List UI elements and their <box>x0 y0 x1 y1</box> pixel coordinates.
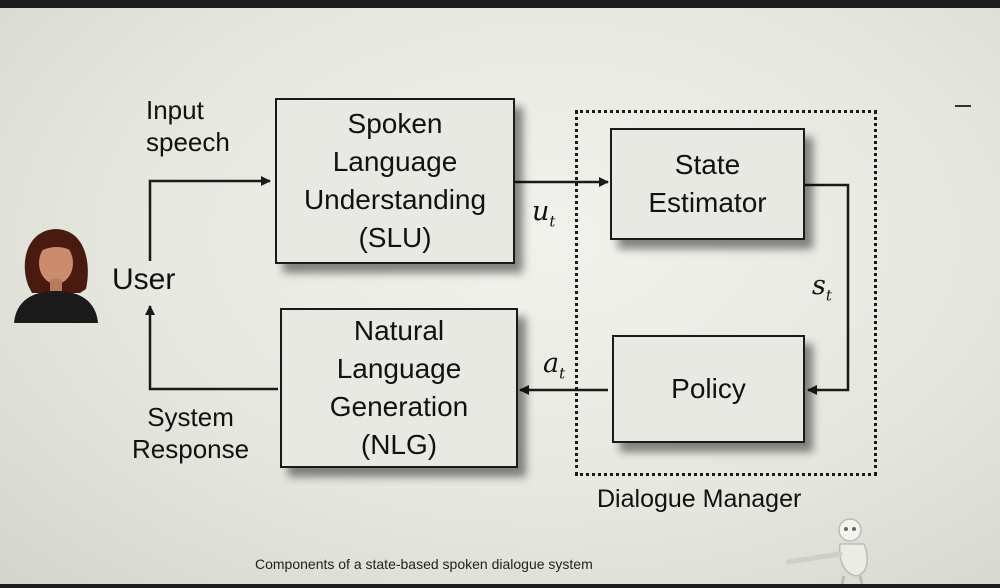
input-speech-line-1: Input <box>146 95 204 125</box>
robot-icon <box>785 518 869 584</box>
system-response-label: System Response <box>132 401 249 465</box>
nlg-line-4: (NLG) <box>360 429 438 460</box>
st-sub: t <box>825 286 832 305</box>
slu-line-3: Understanding <box>303 184 487 215</box>
slu-line-2: Language <box>332 146 458 177</box>
nlg-line-3: Generation <box>329 391 469 422</box>
state-estimator-line-1: State <box>674 149 741 180</box>
arrow-nlg-to-user <box>145 305 278 391</box>
user-label: User <box>112 263 176 296</box>
state-estimator-line-2: Estimator <box>648 187 767 218</box>
dialogue-manager-frame <box>575 110 877 476</box>
at-sub: t <box>559 364 566 383</box>
system-response-line-1: System <box>147 402 234 432</box>
slu-line-1: Spoken <box>347 108 443 139</box>
slide-dash-mark <box>955 105 971 107</box>
at-base: a <box>543 348 560 379</box>
policy-label: Policy <box>671 373 746 404</box>
user-avatar-icon <box>14 229 98 323</box>
arrow-state-to-policy <box>805 183 850 395</box>
state-estimator-box: State Estimator <box>610 128 805 240</box>
caption: Components of a state-based spoken dialo… <box>255 556 593 572</box>
ut-base: u <box>532 196 550 227</box>
input-speech-line-2: speech <box>146 127 230 157</box>
input-speech-label: Input speech <box>146 94 230 158</box>
nlg-box: Natural Language Generation (NLG) <box>280 308 518 468</box>
nlg-line-2: Language <box>336 353 462 384</box>
slu-line-4: (SLU) <box>358 222 432 253</box>
arrow-user-to-slu <box>148 176 271 261</box>
ut-sub: t <box>549 212 556 231</box>
slide: Spoken Language Understanding (SLU) Stat… <box>0 8 1000 584</box>
nlg-line-1: Natural <box>353 315 445 346</box>
at-variable: at <box>543 348 565 382</box>
st-variable: st <box>812 270 832 304</box>
connector-lines <box>145 176 850 395</box>
slu-box: Spoken Language Understanding (SLU) <box>275 98 515 264</box>
st-base: s <box>812 270 826 301</box>
policy-box: Policy <box>612 335 805 443</box>
ut-variable: ut <box>532 196 555 230</box>
system-response-line-2: Response <box>132 434 250 464</box>
dialogue-manager-label: Dialogue Manager <box>597 485 802 513</box>
